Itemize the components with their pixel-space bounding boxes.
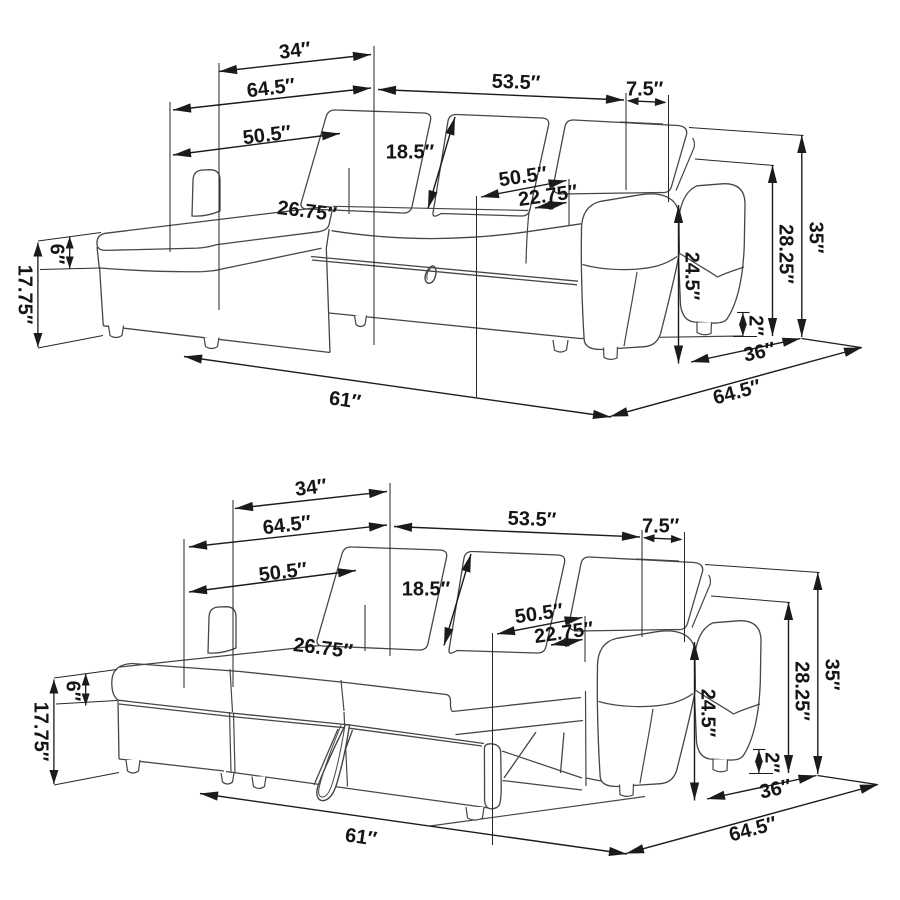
svg-text:61″: 61″	[328, 387, 363, 413]
svg-text:34″: 34″	[278, 38, 313, 64]
svg-text:28.25″: 28.25″	[775, 224, 797, 284]
svg-text:24.5″: 24.5″	[681, 252, 703, 301]
svg-text:2″: 2″	[745, 315, 767, 336]
svg-text:7.5″: 7.5″	[626, 79, 664, 101]
svg-text:2″: 2″	[761, 752, 783, 773]
svg-text:17.75″: 17.75″	[30, 702, 52, 762]
svg-text:6″: 6″	[46, 244, 68, 265]
svg-text:7.5″: 7.5″	[642, 516, 680, 538]
svg-text:35″: 35″	[821, 659, 843, 691]
svg-text:28.25″: 28.25″	[791, 661, 813, 721]
svg-text:6″: 6″	[62, 681, 84, 702]
svg-text:35″: 35″	[805, 222, 827, 254]
svg-text:18.5″: 18.5″	[402, 579, 451, 601]
svg-text:61″: 61″	[344, 824, 379, 850]
svg-text:18.5″: 18.5″	[386, 142, 435, 164]
svg-text:53.5″: 53.5″	[491, 71, 541, 95]
svg-text:34″: 34″	[294, 475, 329, 501]
svg-text:17.75″: 17.75″	[14, 265, 36, 325]
svg-text:53.5″: 53.5″	[507, 508, 557, 532]
svg-text:24.5″: 24.5″	[697, 689, 719, 738]
